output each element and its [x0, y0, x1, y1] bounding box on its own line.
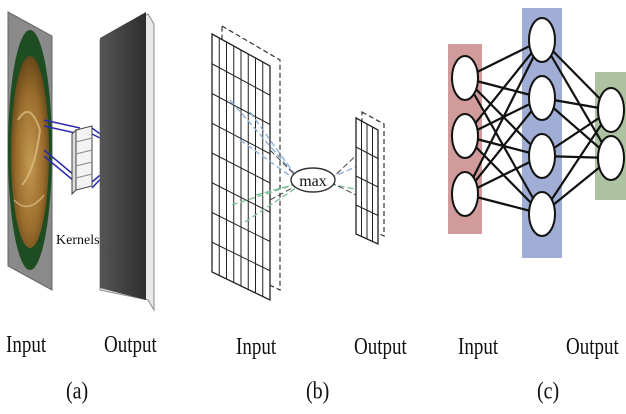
panel-a-convolution	[7, 11, 155, 312]
output-grid	[355, 116, 379, 246]
kernel-block	[71, 125, 93, 196]
panel-a-input-label: Input	[6, 332, 47, 359]
output-grid-hline	[355, 204, 379, 216]
fc-neurons	[451, 17, 625, 237]
neuron	[451, 55, 479, 101]
input-grid-hline	[211, 182, 271, 213]
neuron	[597, 135, 625, 181]
neuron	[451, 113, 479, 159]
neuron	[451, 171, 479, 217]
fc-edge	[464, 39, 543, 137]
pooling-connections	[229, 99, 363, 223]
panel-b-caption: (b)	[306, 378, 330, 405]
neuron	[528, 75, 556, 121]
neuron	[528, 191, 556, 237]
neuron	[528, 133, 556, 179]
fc-edge	[541, 109, 612, 215]
output-grid-back-layer	[361, 110, 385, 237]
panel-c-caption: (c)	[537, 378, 560, 405]
neuron	[528, 17, 556, 63]
panel-c-input-label: Input	[458, 334, 499, 361]
fc-edge	[541, 39, 612, 159]
panel-b-pooling: max	[211, 24, 385, 302]
input-grid-hline	[211, 241, 271, 272]
max-label: max	[299, 173, 327, 190]
input-grid-hline	[211, 212, 271, 242]
fc-edge	[464, 39, 543, 195]
panel-b-output-label: Output	[354, 334, 407, 361]
input-grid	[211, 32, 271, 302]
fc-edge	[464, 97, 543, 195]
panel-c-output-label: Output	[566, 334, 619, 361]
input-grid-hline	[211, 152, 271, 184]
output-grid-hline	[355, 175, 379, 188]
kernels-label: Kernels	[56, 233, 100, 248]
panel-a-output-label: Output	[104, 332, 157, 359]
input-image-coin	[11, 56, 49, 248]
neuron	[597, 87, 625, 133]
max-operator	[290, 167, 336, 193]
panel-b-input-label: Input	[236, 334, 277, 361]
panel-a-caption: (a)	[66, 378, 89, 405]
panel-c-fully-connected	[448, 8, 626, 258]
